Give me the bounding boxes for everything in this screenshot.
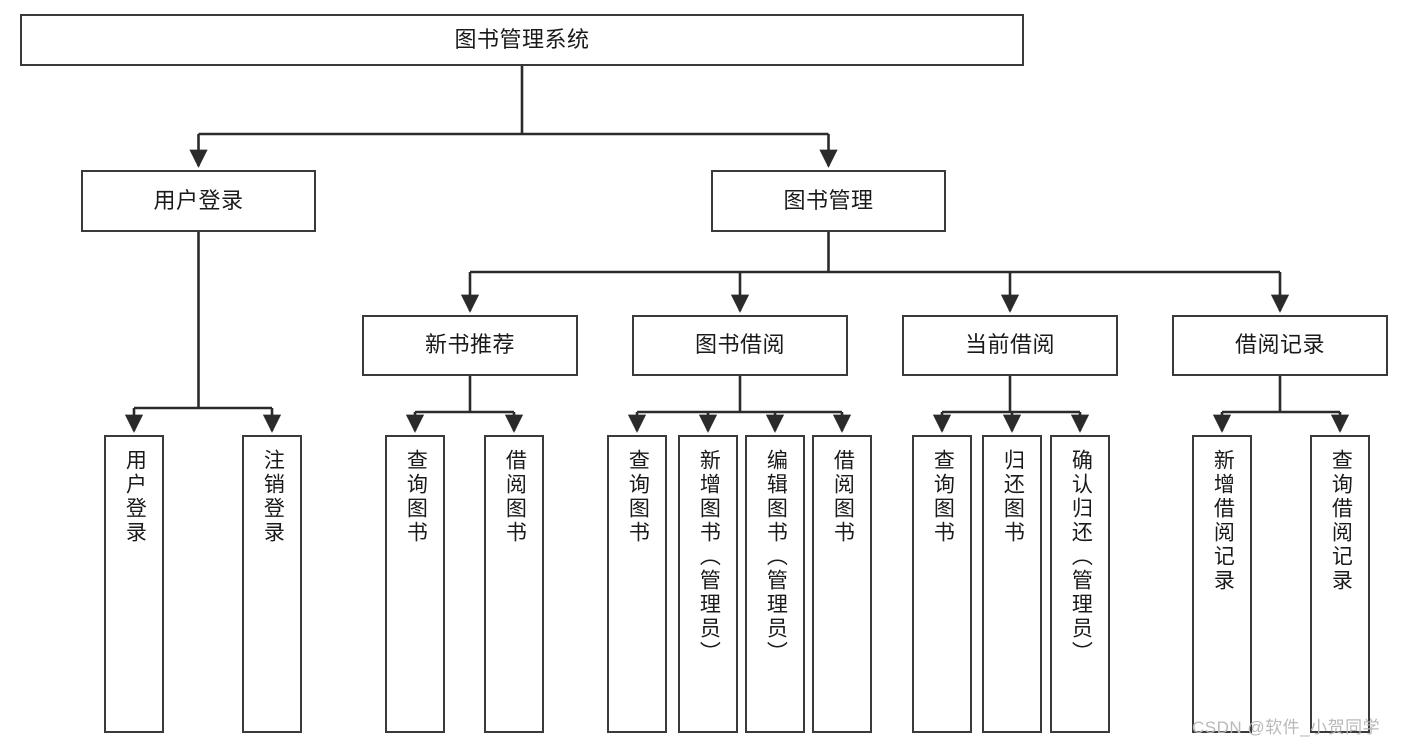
node-label: 查询借阅记录 [1329,449,1353,593]
node-label: 编辑图书（管理员） [764,449,788,665]
leaf-node: 查询借阅记录 [1310,435,1370,733]
node-label: 注销登录 [261,449,285,545]
node-label: 借阅图书 [831,449,855,545]
node-label: 查询图书 [931,449,955,545]
node-label: 图书借阅 [694,332,785,358]
node-label: 新增图书（管理员） [697,449,721,665]
branch-node: 新书推荐 [362,315,578,376]
leaf-node: 编辑图书（管理员） [745,435,805,733]
node-label: 借阅记录 [1234,332,1325,358]
branch-node: 借阅记录 [1172,315,1388,376]
leaf-node: 确认归还（管理员） [1050,435,1110,733]
leaf-node: 查询图书 [912,435,972,733]
branch-node: 当前借阅 [902,315,1118,376]
branch-node: 图书借阅 [632,315,848,376]
node-label: 查询图书 [626,449,650,545]
node-label: 新书推荐 [424,332,515,358]
leaf-node: 新增图书（管理员） [678,435,738,733]
node-label: 归还图书 [1001,449,1025,545]
node-label: 新增借阅记录 [1211,449,1235,593]
leaf-node: 借阅图书 [484,435,544,733]
node-label: 当前借阅 [964,332,1055,358]
node-label: 用户登录 [153,187,244,213]
leaf-node: 查询图书 [607,435,667,733]
leaf-node: 新增借阅记录 [1192,435,1252,733]
root-node: 图书管理系统 [20,14,1024,66]
leaf-node: 借阅图书 [812,435,872,733]
leaf-node: 归还图书 [982,435,1042,733]
node-label: 确认归还（管理员） [1069,449,1093,665]
leaf-node: 用户登录 [104,435,164,733]
branch-node: 图书管理 [711,170,946,232]
leaf-node: 注销登录 [242,435,302,733]
node-label: 用户登录 [123,449,147,545]
node-label: 图书管理 [783,187,874,213]
node-label: 查询图书 [404,449,428,545]
branch-node: 用户登录 [81,170,316,232]
csdn-watermark: CSDN @软件_小贺同学 [1192,718,1381,737]
node-label: 借阅图书 [503,449,527,545]
node-label: 图书管理系统 [454,26,590,52]
leaf-node: 查询图书 [385,435,445,733]
